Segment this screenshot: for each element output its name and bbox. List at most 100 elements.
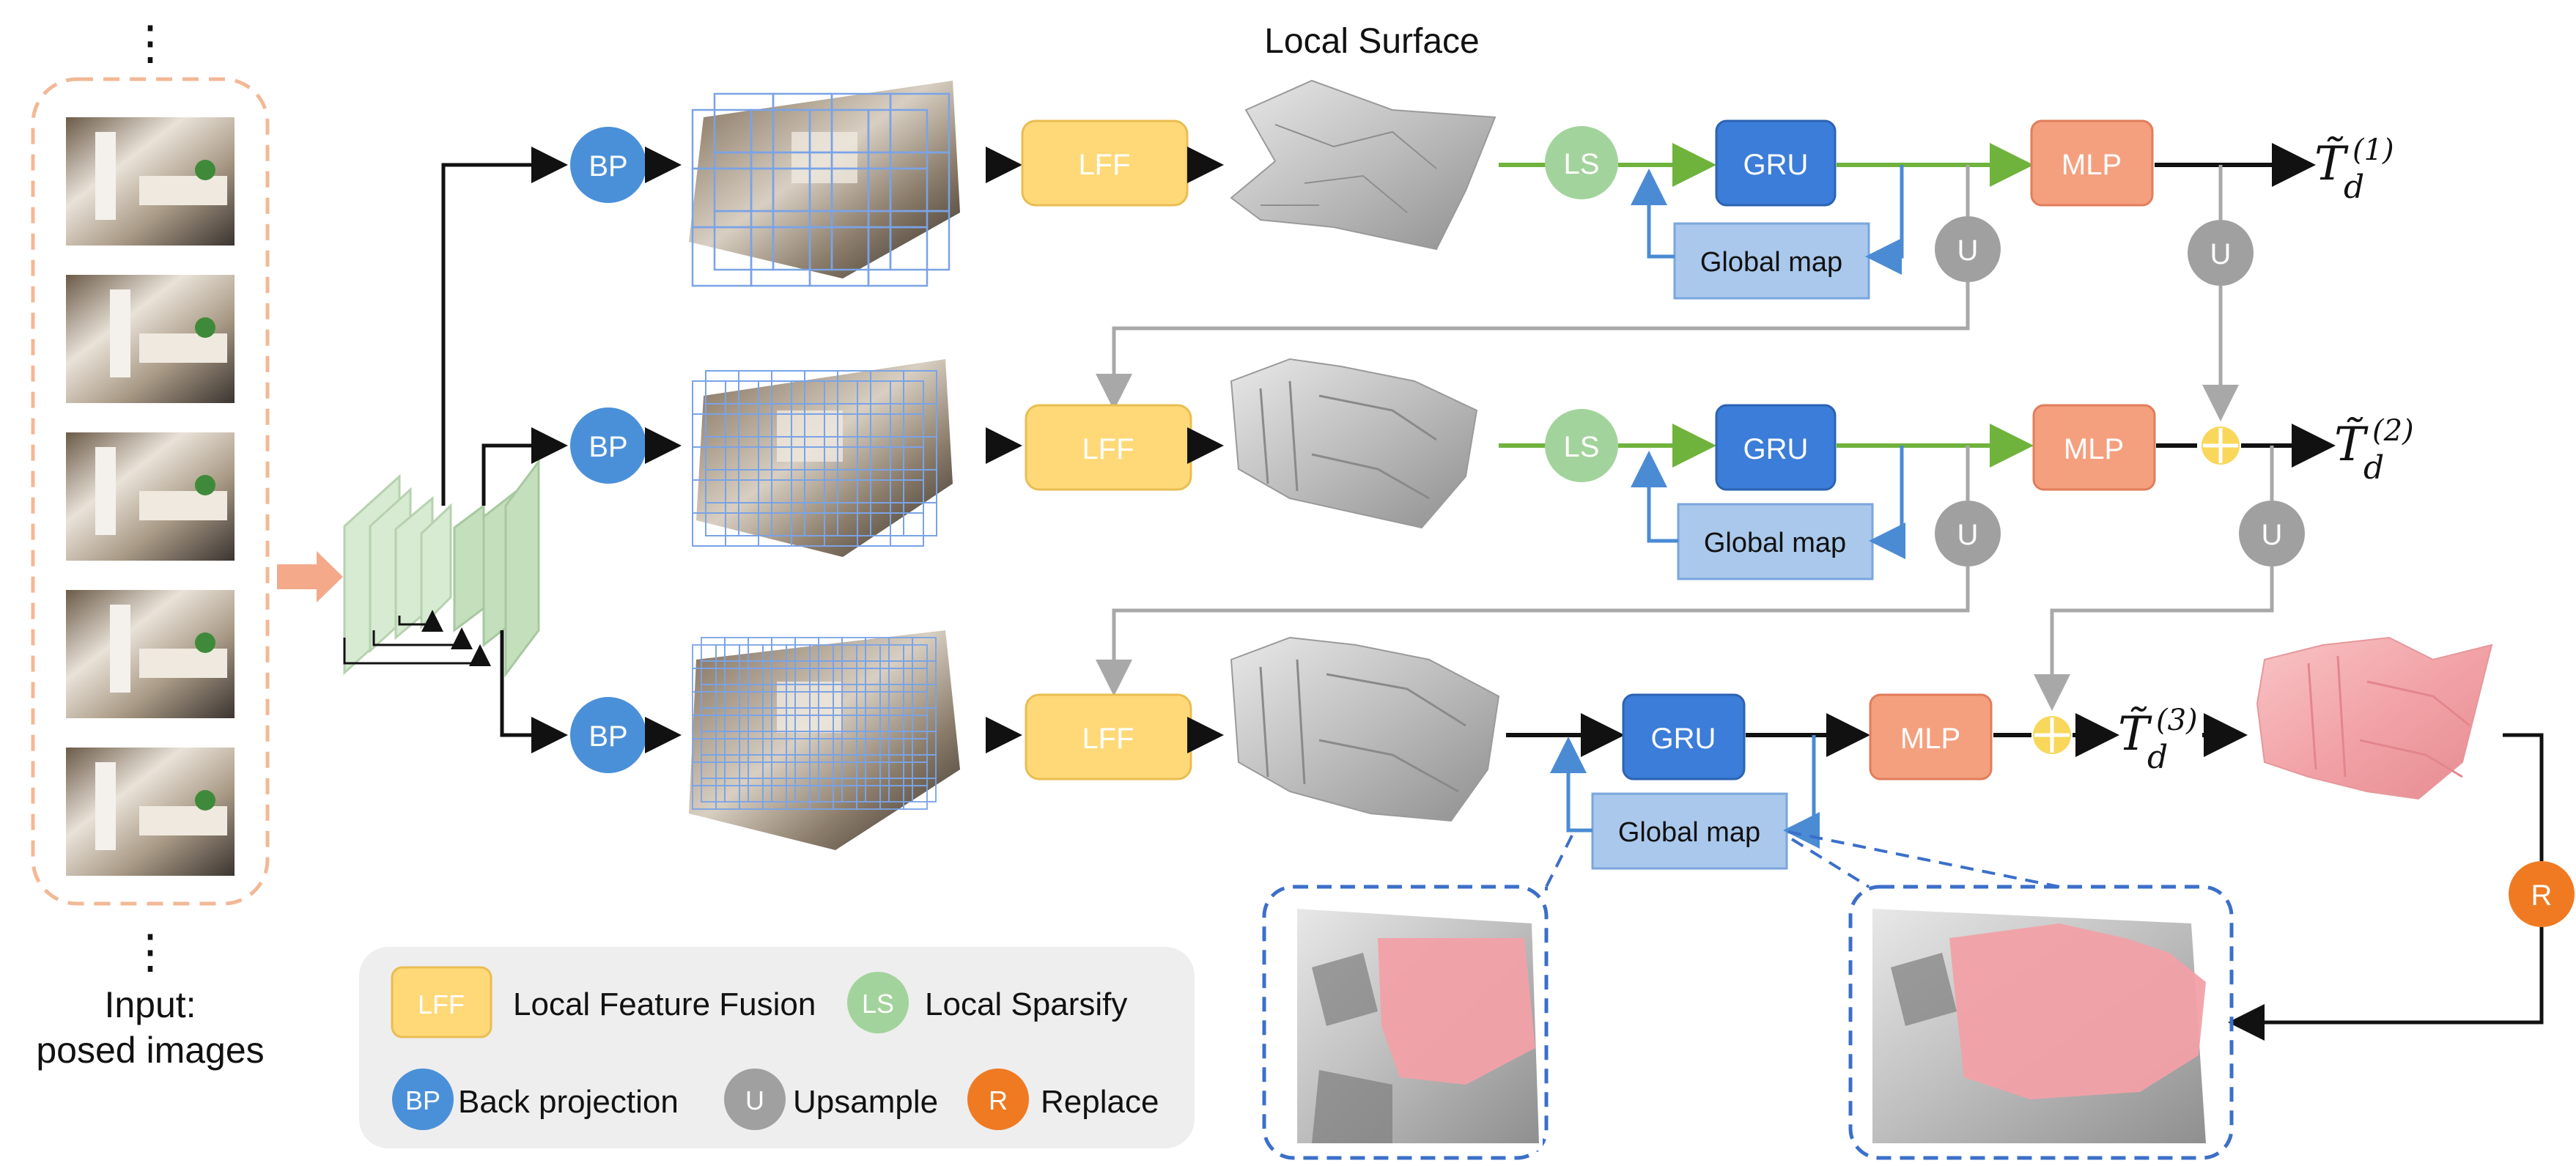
upsample-node-1a	[1935, 216, 2001, 282]
global-map-after	[1848, 885, 2234, 1160]
legend-ls-swatch	[847, 972, 909, 1033]
gru-box-2	[1715, 404, 1837, 491]
legend-r-swatch	[967, 1069, 1029, 1130]
local-surface-mesh-3	[1230, 636, 1500, 822]
svg-text:T̃: T̃	[2314, 136, 2349, 191]
legend-lff-swatch	[391, 966, 492, 1038]
svg-text:R: R	[2531, 879, 2553, 912]
bp-node-1	[570, 127, 646, 203]
bp-node-3	[570, 697, 646, 773]
ellipsis-bottom: ⋮	[127, 925, 174, 978]
svg-text:MLP: MLP	[1900, 723, 1960, 755]
svg-text:Upsample: Upsample	[793, 1084, 938, 1120]
lff-box-1-label: LFF	[1078, 149, 1130, 181]
row-2: BP LFF LS GRU Global map MLP	[570, 358, 2414, 580]
row-1: BP LFF LS GRU Global map MLP	[570, 79, 2394, 300]
upsample-node-2a	[1935, 501, 2001, 567]
gru-box-3	[1622, 693, 1746, 781]
input-image	[66, 432, 235, 561]
input-column: ⋮ ⋮ Input: posed images	[31, 16, 270, 1071]
replace-node	[2509, 861, 2575, 927]
svg-text:Replace: Replace	[1041, 1084, 1159, 1120]
bp-node-1-label: BP	[588, 150, 627, 182]
input-image	[66, 748, 235, 876]
svg-text:Global map: Global map	[1618, 817, 1760, 848]
svg-text:T̃: T̃	[2334, 417, 2369, 472]
input-images-frame	[31, 77, 270, 906]
output-tsdf-2: T̃ d (2)	[2334, 414, 2414, 487]
svg-text:GRU: GRU	[1743, 433, 1809, 465]
global-map-box-1-label: Global map	[1700, 247, 1842, 278]
mlp-box-3	[1869, 693, 1993, 781]
input-image	[66, 590, 235, 718]
output-mesh	[2256, 636, 2493, 800]
svg-text:BP: BP	[588, 431, 627, 463]
ls-node-1	[1545, 126, 1618, 199]
bp-node-2	[570, 407, 646, 484]
svg-text:T̃: T̃	[2118, 706, 2152, 761]
svg-text:LS: LS	[1564, 431, 1600, 463]
input-image	[66, 117, 235, 246]
svg-text:(1): (1)	[2352, 133, 2394, 167]
local-surface-mesh-1	[1230, 79, 1496, 251]
voxel-scene-2	[692, 359, 953, 557]
enc-to-bp3	[500, 630, 568, 753]
upsample-node-2b	[2239, 501, 2305, 567]
svg-text:Local Feature Fusion: Local Feature Fusion	[513, 986, 816, 1022]
mlp-box-2	[2032, 404, 2156, 491]
ellipsis-top: ⋮	[127, 16, 174, 69]
local-surface-mesh-2	[1230, 358, 1478, 529]
add-node-3	[2033, 716, 2071, 754]
ls-node-2	[1545, 409, 1618, 482]
gru-box-1	[1715, 119, 1837, 207]
svg-text:U: U	[745, 1085, 764, 1115]
enc-to-bp1	[441, 147, 568, 506]
svg-text:R: R	[989, 1085, 1008, 1115]
legend-bp-swatch	[392, 1069, 454, 1130]
svg-text:LFF: LFF	[1082, 723, 1134, 755]
input-label-line2: posed images	[36, 1030, 264, 1071]
mlp-box-1-label: MLP	[2062, 149, 2122, 181]
upsample-node-1b	[2188, 220, 2254, 286]
local-surface-title: Local Surface	[1264, 22, 1480, 61]
legend: LFF Local Feature Fusion LS Local Sparsi…	[359, 947, 1195, 1148]
global-map-box-1	[1673, 222, 1870, 300]
svg-text:(2): (2)	[2372, 414, 2414, 448]
legend-u-swatch	[724, 1069, 786, 1130]
add-node-2	[2202, 427, 2240, 465]
input-arrow	[277, 551, 343, 602]
voxel-scene-1	[689, 81, 960, 287]
svg-text:MLP: MLP	[2064, 433, 2124, 465]
global-map-before	[1262, 885, 1549, 1160]
svg-text:d: d	[2363, 449, 2384, 487]
gru-box-1-label: GRU	[1743, 149, 1809, 181]
svg-text:BP: BP	[405, 1085, 440, 1115]
output-tsdf-1: T̃ d (1)	[2314, 133, 2394, 206]
input-image-stack	[66, 117, 235, 876]
svg-text:LFF: LFF	[418, 989, 465, 1019]
svg-text:LFF: LFF	[1082, 433, 1134, 465]
mlp-box-1	[2030, 119, 2154, 207]
svg-text:d: d	[2344, 169, 2364, 206]
svg-text:U: U	[2262, 519, 2283, 551]
svg-text:U: U	[1957, 235, 1979, 267]
ls-node-1-label: LS	[1564, 148, 1600, 180]
svg-text:Global map: Global map	[1704, 528, 1846, 558]
voxel-scene-3	[689, 630, 960, 850]
svg-text:LS: LS	[862, 989, 894, 1019]
svg-text:U: U	[2210, 238, 2232, 270]
svg-text:Back projection: Back projection	[458, 1084, 679, 1120]
input-image	[66, 275, 235, 403]
input-label-line1: Input:	[104, 984, 196, 1025]
svg-text:BP: BP	[588, 720, 627, 753]
global-map-box-2	[1677, 503, 1874, 580]
output-tsdf-3: T̃ d (3)	[2118, 704, 2198, 776]
svg-text:U: U	[1957, 519, 1979, 551]
svg-text:GRU: GRU	[1651, 723, 1716, 755]
row-3: BP LFF GRU Global map MLP	[570, 630, 2575, 1041]
svg-text:Local Sparsify: Local Sparsify	[925, 986, 1127, 1022]
feature-encoder	[343, 458, 540, 678]
svg-text:d: d	[2147, 739, 2168, 776]
